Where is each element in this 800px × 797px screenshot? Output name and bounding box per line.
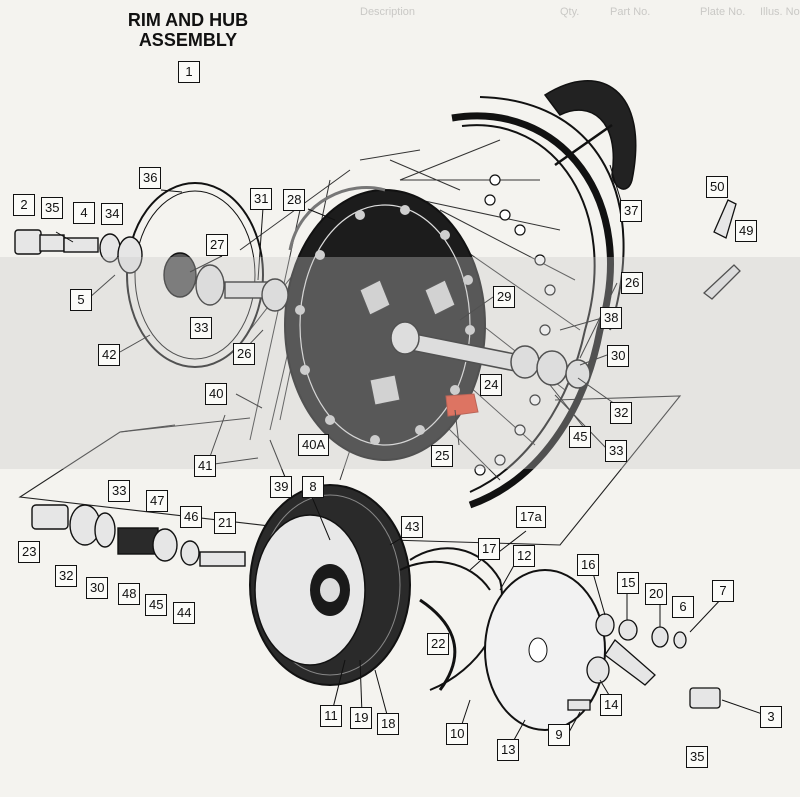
callout-2: 2 <box>13 194 35 216</box>
callout-15: 15 <box>617 572 640 594</box>
highlighted-part <box>445 393 479 417</box>
callout-42: 42 <box>98 344 121 366</box>
callout-41: 41 <box>194 455 217 477</box>
callout-35: 35 <box>41 197 64 219</box>
callout-39: 39 <box>270 476 293 498</box>
callout-32-lower: 32 <box>55 565 78 587</box>
callout-33-lower: 33 <box>108 480 131 502</box>
callout-13: 13 <box>497 739 520 761</box>
bg-header-plate: Plate No. <box>700 6 746 18</box>
callout-28: 28 <box>283 189 306 211</box>
callout-23: 23 <box>18 541 41 563</box>
callout-17a: 17a <box>516 506 546 528</box>
callout-34: 34 <box>101 203 124 225</box>
bg-header-qty: Qty. <box>560 6 580 18</box>
callout-5: 5 <box>70 289 92 311</box>
bg-header-illus: Illus. No. <box>760 6 800 18</box>
bg-header-description: Description <box>360 6 416 18</box>
callout-6: 6 <box>672 596 694 618</box>
callout-46: 46 <box>180 506 203 528</box>
callout-25: 25 <box>431 445 454 467</box>
callout-30: 30 <box>607 345 630 367</box>
page-title: RIM AND HUB ASSEMBLY <box>108 10 268 50</box>
callout-17: 17 <box>478 538 501 560</box>
callout-45-lower: 45 <box>145 594 168 616</box>
bolt-parts <box>702 199 741 300</box>
callout-40a: 40A <box>298 434 330 456</box>
callout-10: 10 <box>446 723 469 745</box>
callout-33-right: 33 <box>605 440 628 462</box>
callout-43: 43 <box>401 516 424 538</box>
callout-7: 7 <box>712 580 734 602</box>
callout-44: 44 <box>173 602 196 624</box>
callout-30-lower: 30 <box>86 577 109 599</box>
callout-16: 16 <box>577 554 600 576</box>
callout-4: 4 <box>73 202 95 224</box>
lower-right-parts <box>567 613 721 711</box>
callout-12: 12 <box>513 545 536 567</box>
callout-24: 24 <box>480 374 503 396</box>
callout-20: 20 <box>645 583 668 605</box>
callout-29: 29 <box>493 286 516 308</box>
callout-19: 19 <box>350 707 373 729</box>
callout-40: 40 <box>205 383 228 405</box>
callout-38: 38 <box>600 307 623 329</box>
brake-backplate <box>484 569 606 731</box>
callout-37: 37 <box>620 200 643 222</box>
spindle <box>390 321 591 389</box>
callout-11: 11 <box>320 705 342 727</box>
callout-45: 45 <box>569 426 592 448</box>
callout-31: 31 <box>250 188 273 210</box>
callout-8: 8 <box>302 476 324 498</box>
callout-27: 27 <box>206 234 229 256</box>
callout-48: 48 <box>118 583 141 605</box>
lower-axle-parts <box>31 504 246 567</box>
callout-26-upper: 26 <box>621 272 644 294</box>
title-line-1: RIM AND HUB <box>127 10 249 30</box>
callout-21: 21 <box>214 512 237 534</box>
cover-plate <box>126 182 264 368</box>
callout-14: 14 <box>600 694 623 716</box>
callout-22: 22 <box>427 633 450 655</box>
brake-drum-sprocket <box>249 484 411 686</box>
brake-shoes <box>399 547 503 691</box>
callout-50: 50 <box>706 176 729 198</box>
bg-header-part: Part No. <box>610 6 651 18</box>
callout-32: 32 <box>610 402 633 424</box>
hub-body <box>284 186 486 461</box>
callout-49: 49 <box>735 220 758 242</box>
figure-number-box: 1 <box>178 61 200 83</box>
callout-26: 26 <box>233 343 256 365</box>
title-line-2: ASSEMBLY <box>138 30 238 50</box>
callout-35-lower: 35 <box>686 746 709 768</box>
callout-33: 33 <box>190 317 213 339</box>
chain-guard-part <box>543 80 637 190</box>
callout-9: 9 <box>548 724 570 746</box>
callout-18: 18 <box>377 713 400 735</box>
callout-47: 47 <box>146 490 169 512</box>
left-spindle-parts <box>14 229 289 312</box>
callout-3: 3 <box>760 706 782 728</box>
callout-36: 36 <box>139 167 162 189</box>
